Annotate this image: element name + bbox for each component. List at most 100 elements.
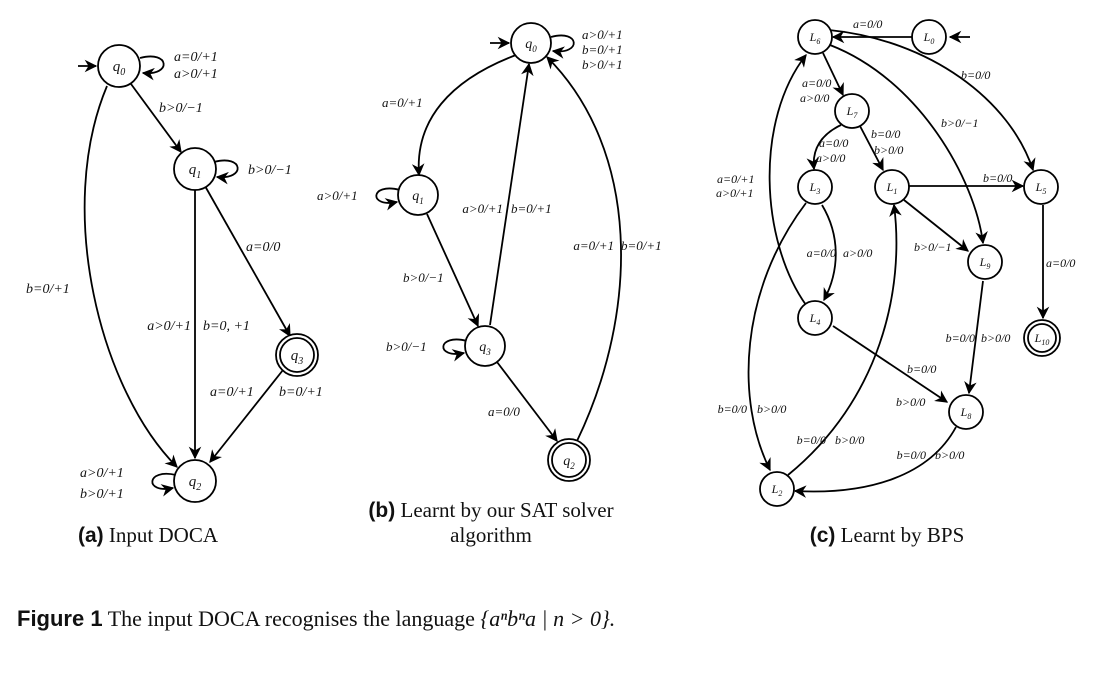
edge-q0-q1 (130, 83, 182, 154)
state-L0 (911, 19, 947, 55)
label-c-L4-L8-2: b>0/0 (896, 395, 925, 409)
label-q3-q2-right: b=0/+1 (279, 385, 323, 400)
label-c-L7-L1-1: b=0/0 (871, 127, 900, 141)
label-b-q0-loop-1: a>0/+1 (582, 27, 623, 42)
state-L9 (967, 244, 1003, 280)
label-c-L4-L6-2: a>0/+1 (716, 186, 754, 200)
state-label-L6: L6 (809, 30, 821, 46)
figure-caption-text: The input DOCA recognises the language (107, 606, 475, 631)
label-b-q1-q3: b>0/−1 (403, 270, 444, 285)
label-c-L6-L7-1: a=0/0 (802, 76, 831, 90)
edge-q0-q2 (83, 85, 178, 468)
state-b-q2-accepting-inner (551, 442, 587, 478)
edge-q3-q2 (209, 369, 284, 463)
label-c-L4-L6-1: a=0/+1 (717, 172, 755, 186)
state-L4 (797, 300, 833, 336)
label-c-L3-L4-right: a>0/0 (843, 246, 872, 260)
label-c-L6-L5: b=0/0 (961, 68, 990, 82)
edge-b-q2-q0 (546, 56, 622, 442)
state-q2 (173, 459, 217, 503)
figure-caption: Figure 1 The input DOCA recognises the l… (17, 606, 615, 632)
state-L1 (874, 169, 910, 205)
label-c-L7-L3-2: a>0/0 (816, 151, 845, 165)
label-b-q2-q0-left: a=0/+1 (573, 238, 614, 253)
state-label-L3: L3 (809, 180, 821, 196)
label-c-L3-L2-left: b=0/0 (718, 402, 747, 416)
edge-b-q3-loop (442, 338, 468, 362)
caption-a: (a) Input DOCA (78, 523, 219, 547)
label-b-q2-q0-right: b=0/+1 (621, 238, 662, 253)
figure-caption-language: {aⁿbⁿa | n > 0}. (480, 606, 616, 631)
label-c-L7-L3-1: a=0/0 (819, 136, 848, 150)
state-b-q3 (464, 325, 506, 367)
edge-c-L1-L9 (903, 199, 969, 252)
state-label-b-q1: q1 (412, 189, 424, 206)
state-b-q0 (510, 22, 552, 64)
label-c-L9-L8-left: b=0/0 (946, 331, 975, 345)
state-L3 (797, 169, 833, 205)
panel-c: L0 L6 L7 L3 L1 L5 L9 L4 L10 L8 L2 a=0/0 … (716, 17, 1075, 547)
edge-c-L3-L2 (747, 202, 807, 472)
label-q1-q2-right: b=0, +1 (203, 319, 250, 334)
state-q1 (173, 147, 217, 191)
edge-c-L4-L6 (768, 54, 807, 306)
edge-c-L7-L3 (806, 124, 842, 171)
label-b-q0-q1: a=0/+1 (382, 95, 423, 110)
state-L8 (948, 394, 984, 430)
label-b-q3-q2: a=0/0 (488, 404, 520, 419)
label-c-L6-L7-2: a>0/0 (800, 91, 829, 105)
caption-c: (c) Learnt by BPS (810, 523, 965, 547)
label-b-q3-q0-left: a>0/+1 (462, 201, 503, 216)
label-b-q0-loop-2: b=0/+1 (582, 42, 623, 57)
label-b-q3-loop: b>0/−1 (386, 339, 427, 354)
state-L6 (797, 19, 833, 55)
edge-c-L8-L2 (793, 426, 957, 498)
label-c-L8-L2-left: b=0/0 (897, 448, 926, 462)
state-L5 (1023, 169, 1059, 205)
edge-b-q0-loop (550, 34, 575, 59)
label-c-L1-L9: b>0/−1 (914, 240, 952, 254)
state-label-L2: L2 (771, 482, 783, 498)
edge-q1-loop (213, 159, 239, 185)
state-label-L4: L4 (809, 311, 821, 327)
edge-c-L7-L1 (859, 125, 884, 172)
caption-b-line1: (b) Learnt by our SAT solver (368, 498, 613, 522)
edge-c-L2-L1 (787, 203, 902, 476)
edge-b-q3-q0 (489, 62, 534, 326)
label-c-L7-L1-2: b>0/0 (874, 143, 903, 157)
state-label-L0: L0 (923, 30, 935, 46)
label-q1-q2-left: a>0/+1 (147, 319, 191, 334)
label-c-L2-L1-left: b=0/0 (797, 433, 826, 447)
edge-b-q0-q1 (411, 54, 517, 177)
label-q0-loop-1: a=0/+1 (174, 50, 218, 65)
state-label-L9: L9 (979, 255, 991, 271)
edge-c-L6-L9 (829, 44, 988, 245)
label-q2-loop-1: a>0/+1 (80, 466, 124, 481)
label-c-L0-L6: a=0/0 (853, 17, 882, 31)
label-c-L6-L9: b>0/−1 (941, 116, 979, 130)
label-c-L8-L2-right: b>0/0 (935, 448, 964, 462)
label-c-L2-L1-right: b>0/0 (835, 433, 864, 447)
edge-q2-loop (151, 472, 177, 497)
label-c-L1-L5: b=0/0 (983, 171, 1012, 185)
edge-q1-q3 (204, 185, 291, 338)
label-c-L9-L8-right: b>0/0 (981, 331, 1010, 345)
label-b-q3-q0-right: b=0/+1 (511, 201, 552, 216)
label-q1-q3: a=0/0 (246, 240, 280, 255)
edge-c-L4-L8 (832, 325, 949, 403)
edge-c-L3-L4 (821, 204, 837, 302)
label-q0-loop-2: a>0/+1 (174, 67, 218, 82)
label-q2-loop-2: b>0/+1 (80, 487, 124, 502)
edge-c-L6-L5 (828, 29, 1036, 172)
state-label-L5: L5 (1035, 180, 1047, 196)
edge-q0-loop (139, 55, 165, 81)
state-q0 (97, 44, 141, 88)
figure-caption-tag: Figure 1 (17, 606, 103, 631)
caption-b-line2: algorithm (450, 523, 532, 547)
state-q3-accepting-inner (279, 337, 315, 373)
state-label-L1: L1 (886, 180, 898, 196)
label-c-L4-L8-1: b=0/0 (907, 362, 936, 376)
edge-b-q1-q3 (426, 213, 480, 328)
edge-b-q1-loop (375, 187, 401, 211)
label-b-q1-loop: a>0/+1 (317, 188, 358, 203)
